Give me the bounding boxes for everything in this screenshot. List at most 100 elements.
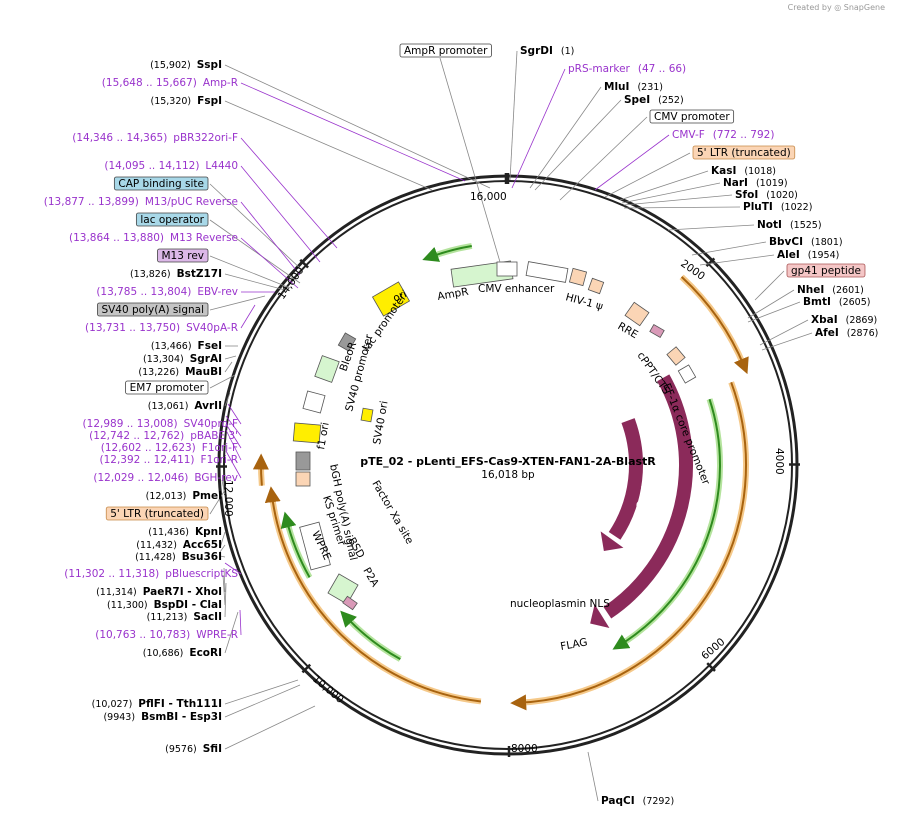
left-label-ebv-rev: EBV-rev(13,785 .. 13,804) — [96, 286, 238, 298]
p2a-box — [342, 595, 358, 611]
leader-line — [209, 489, 226, 515]
label-name: NotI — [757, 219, 782, 231]
left-label-pmei: PmeI(12,013) — [146, 490, 222, 502]
left-label-pbabe-3: pBABE 3' (12,742 .. 12,762) — [89, 430, 238, 442]
inner-p2a: P2A — [360, 566, 381, 590]
cppt-box — [666, 346, 686, 366]
cmv-enhancer-box — [496, 261, 518, 277]
leader-line — [240, 201, 301, 276]
label-name: PmeI — [192, 490, 222, 502]
bgh-box — [295, 451, 311, 471]
hiv-box-b — [587, 277, 605, 295]
green-arrow — [280, 511, 311, 578]
leader-line — [621, 182, 721, 204]
right-label-cmv-f: CMV-F(772 .. 792) — [672, 129, 774, 141]
label-position: (13,226) — [138, 367, 179, 378]
lineage-arrow — [510, 381, 747, 711]
snapgene-logo-icon: ◎ — [834, 3, 842, 12]
right-label-alei: AleI(1954) — [777, 249, 839, 261]
right-label-gp41-peptide: gp41 peptide — [786, 263, 866, 278]
left-label-sv40pa-r: SV40pA-R(13,731 .. 13,750) — [85, 322, 238, 334]
leader-line — [594, 134, 670, 191]
left-label-avrii: AvrII(13,061) — [148, 400, 222, 412]
label-name: SgrDI — [520, 45, 553, 57]
leader-line — [224, 392, 231, 407]
label-box — [157, 248, 209, 263]
label-box — [97, 302, 209, 317]
left-label-kpni: KpnI(11,436) — [148, 526, 222, 538]
leader-line — [222, 574, 226, 606]
label-position: (13,877 .. 13,899) — [44, 196, 139, 208]
gp41-box — [649, 323, 665, 339]
inner-ori: ori — [391, 288, 408, 305]
ltr-box — [295, 471, 311, 487]
label-name: PaqCI — [601, 795, 635, 807]
leader-line — [747, 289, 795, 319]
efs-box — [677, 364, 697, 384]
label-name: pBABE 3' — [190, 430, 238, 442]
label-name: PluTI — [743, 201, 773, 213]
leader-line — [587, 751, 599, 802]
label-name: FspI — [197, 95, 222, 107]
inner-hiv: HIV-1 ψ — [564, 291, 604, 313]
inner-cmv-enhancer: CMV enhancer — [478, 283, 555, 295]
leader-line — [224, 562, 242, 575]
left-label-sfii: SfiI(9576) — [165, 743, 222, 755]
label-position: (13,785 .. 13,804) — [96, 286, 191, 298]
right-label-pluti: PluTI(1022) — [743, 201, 812, 213]
leader-lines — [209, 50, 813, 802]
label-name: Bsu36I — [182, 551, 222, 563]
left-label-m13-rev: M13 rev — [157, 248, 209, 263]
label-box — [125, 380, 209, 395]
leader-line — [604, 152, 691, 198]
snapgene-credit: Created by ◎ SnapGene — [787, 3, 885, 12]
label-position: (11,436) — [148, 527, 189, 538]
label-name: BsmBI - Esp3I — [141, 711, 222, 723]
left-label-bspdi-clai: BspDI - ClaI(11,300) — [107, 599, 222, 611]
leader-line — [240, 237, 299, 289]
label-position: (14,346 .. 14,365) — [72, 132, 167, 144]
left-label-bgh-rev: BGH-rev(12,029 .. 12,046) — [93, 472, 238, 484]
green-arrow — [340, 610, 401, 661]
plasmid-size: 16,018 bp — [481, 469, 535, 481]
label-name: SV40pro-F — [184, 418, 238, 430]
leader-line — [209, 255, 291, 289]
right-label-sgrdi: SgrDI(1) — [520, 45, 574, 57]
right-label-sfoi: SfoI(1020) — [735, 189, 798, 201]
label-position: (12,029 .. 12,046) — [93, 472, 188, 484]
label-position: (11,213) — [147, 612, 188, 623]
inner-sv40-ori: SV40 ori — [371, 400, 390, 446]
leader-line — [221, 479, 226, 497]
left-label-bstz17i: BstZ17I(13,826) — [130, 268, 222, 280]
f1ori-box — [292, 422, 322, 444]
label-name: AleI — [777, 249, 800, 261]
leader-line — [529, 86, 602, 189]
label-position: (1019) — [756, 178, 788, 189]
left-label-5-ltr-truncated: 5' LTR (truncated) — [105, 506, 209, 521]
box-label-text: lac operator — [140, 214, 204, 226]
leader-line — [240, 137, 338, 249]
left-label-sv40pro-f: SV40pro-F(12,989 .. 13,008) — [83, 418, 238, 430]
lineage-arrow — [264, 486, 482, 703]
leader-line — [225, 429, 242, 461]
box-label-text: gp41 peptide — [791, 265, 861, 277]
label-name: AfeI — [815, 327, 839, 339]
tick-mark — [299, 258, 309, 269]
box-label-text: M13 rev — [161, 250, 204, 262]
label-name: pRS-marker — [568, 63, 631, 75]
leader-line — [224, 705, 316, 750]
right-label-nhei: NheI(2601) — [797, 284, 864, 296]
label-name: SV40pA-R — [186, 322, 238, 334]
leader-line — [667, 224, 755, 231]
label-name: Acc65I — [183, 539, 222, 551]
left-label-acc65i: Acc65I(11,432) — [136, 539, 222, 551]
label-position: (9943) — [103, 712, 135, 723]
label-position: (12,742 .. 12,762) — [89, 430, 184, 442]
leader-line — [224, 684, 301, 718]
wpre-box — [299, 521, 331, 571]
right-label-5-ltr-truncated: 5' LTR (truncated) — [692, 145, 796, 160]
leader-line — [224, 273, 286, 291]
cmv-promoter-box — [525, 261, 569, 283]
inner-nls: nucleoplasmin NLS — [510, 598, 610, 610]
tick-8000: 8000 — [511, 743, 538, 755]
